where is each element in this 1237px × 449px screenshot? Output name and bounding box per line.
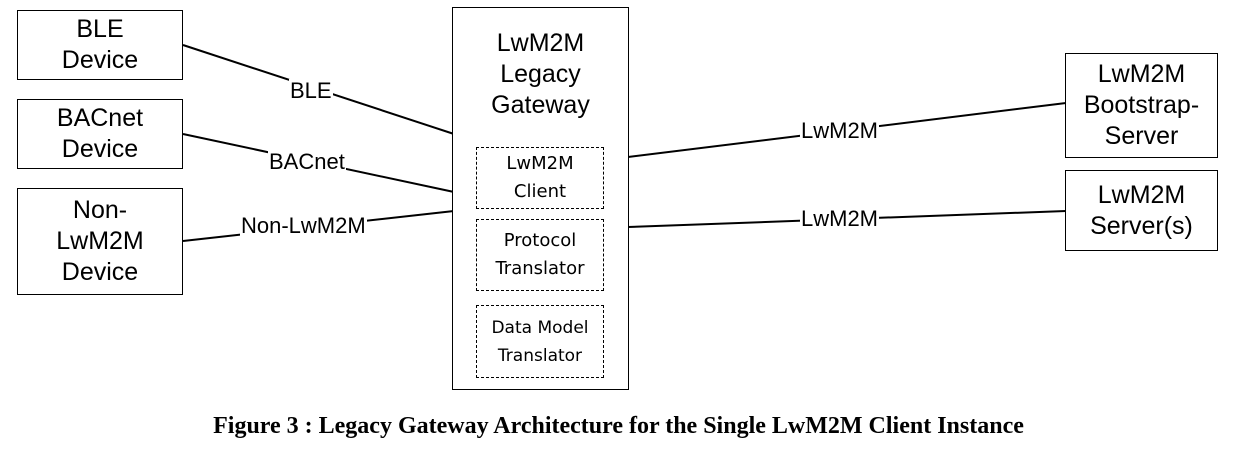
bootstrap-server-label: LwM2M Bootstrap- Server	[1083, 60, 1200, 150]
non-lwm2m-link-label: Non-LwM2M	[240, 213, 367, 238]
non-lwm2m-device-label: Non- LwM2M Device	[56, 196, 144, 286]
data-model-translator-label: Data Model Translator	[491, 317, 589, 366]
legacy-gateway-box: LwM2M Legacy Gateway LwM2M Client Protoc…	[452, 7, 629, 390]
bacnet-device-label: BACnet Device	[56, 104, 144, 163]
lwm2m-server-box: LwM2M Server(s)	[1065, 170, 1218, 251]
ble-device-label: BLE Device	[61, 15, 139, 74]
data-model-translator-component: Data Model Translator	[476, 305, 604, 378]
server-link-label: LwM2M	[800, 206, 880, 231]
bootstrap-link-label: LwM2M	[800, 118, 880, 143]
gateway-title: LwM2M Legacy Gateway	[491, 29, 590, 119]
protocol-translator-label: Protocol Translator	[495, 230, 585, 279]
bacnet-device-box: BACnet Device	[17, 99, 183, 169]
bootstrap-server-box: LwM2M Bootstrap- Server	[1065, 53, 1218, 158]
bacnet-link-label: BACnet	[268, 149, 346, 174]
lwm2m-client-component: LwM2M Client	[476, 147, 604, 209]
ble-device-box: BLE Device	[17, 10, 183, 80]
lwm2m-server-label: LwM2M Server(s)	[1090, 180, 1193, 240]
figure-caption: Figure 3 : Legacy Gateway Architecture f…	[213, 413, 1024, 439]
lwm2m-client-label: LwM2M Client	[506, 153, 574, 202]
ble-link-label: BLE	[289, 78, 333, 103]
non-lwm2m-device-box: Non- LwM2M Device	[17, 188, 183, 295]
protocol-translator-component: Protocol Translator	[476, 219, 604, 291]
